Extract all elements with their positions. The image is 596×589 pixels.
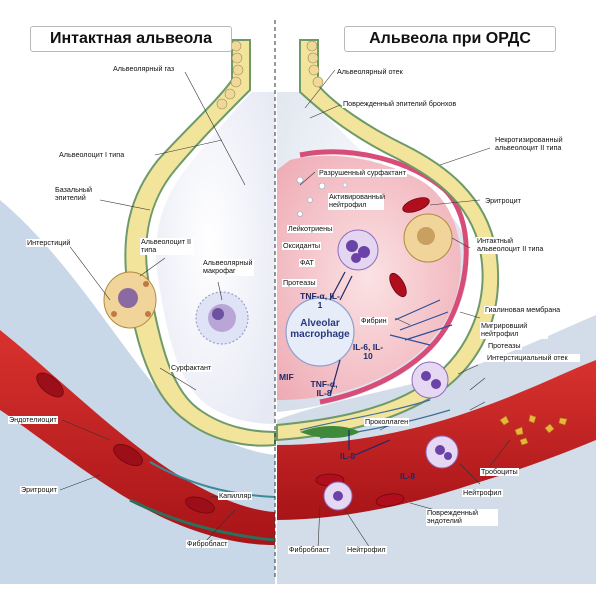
label-fibrin: Фибрин	[360, 316, 388, 326]
label-oxidants: Оксиданты	[282, 241, 322, 251]
label-neutrophil-vessel: Нейтрофил	[462, 488, 503, 498]
cytokine-tnf-il8: TNF-α, IL-8	[310, 379, 338, 398]
ards-alveolus	[276, 39, 596, 584]
intact-alveolus	[0, 39, 276, 584]
alveolar-macrophage-left	[195, 291, 249, 345]
label-interstitium: Интерстиций	[26, 238, 72, 248]
label-necrotized-type2: Некротизированный альвеолоцит II типа	[494, 135, 588, 153]
type2-cell-right	[403, 213, 453, 263]
activated-neutrophil	[337, 229, 379, 271]
label-erythrocyte-right: Эритроцит	[484, 196, 522, 206]
platelets	[499, 414, 568, 446]
cytokine-tnf-il1: TNF-α, IL-1	[300, 291, 340, 310]
label-endothelial-cell: Эндотелиоцит	[8, 415, 58, 425]
title-intact: Интактная альвеола	[30, 26, 232, 52]
erythrocytes-left	[36, 372, 215, 514]
label-intact-type2: Интактный альвеолоцит II типа	[476, 236, 548, 254]
label-capillary: Капилляр	[218, 491, 253, 501]
macrophage-label: Alveolar macrophage	[290, 318, 350, 340]
label-alveolar-edema: Альвеолярный отек	[336, 67, 404, 77]
migrating-neutrophil	[411, 361, 449, 399]
label-damaged-endothelium: Поврежденный эндотелий	[426, 508, 498, 526]
label-alveolar-macrophage: Альвеолярный макрофаг	[202, 258, 254, 276]
label-basal-epithelium: Базальный эпителий	[54, 185, 100, 203]
capillary-left	[0, 330, 275, 545]
alveolar-macrophage-right	[285, 297, 355, 367]
label-proteases-top: Протеазы	[282, 278, 317, 288]
label-platelets: Тробоциты	[480, 467, 519, 477]
label-type2-cell: Альвеолоцит II типа	[140, 237, 194, 255]
cytokine-il6-il10: IL-6, IL-10	[352, 342, 384, 361]
title-ards: Альвеола при ОРДС	[344, 26, 556, 52]
label-procollagen: Проколлаген	[364, 417, 410, 427]
signal-arrows	[329, 271, 391, 456]
type2-cell-left	[103, 271, 157, 329]
label-proteases-right: Протеазы	[487, 341, 522, 351]
label-activated-neutrophil: Активированный нейтрофил	[328, 192, 386, 210]
label-type1-cell: Альвеолоцит I типа	[58, 150, 126, 160]
neutrophil-vessel	[323, 435, 459, 511]
label-surfactant: Сурфактант	[170, 363, 213, 373]
cytokine-il8-a: IL-8	[340, 451, 356, 461]
label-alveolar-gas: Альвеолярный газ	[112, 64, 176, 74]
label-destroyed-surfactant: Разрушенный сурфактант	[318, 168, 407, 178]
cytokine-il8-b: IL-8	[400, 471, 416, 481]
label-fibroblast-left: Фибробласт	[186, 539, 229, 549]
hyaline-membrane	[299, 149, 469, 405]
cytokine-mif: MIF	[279, 372, 294, 382]
label-interstitial-edema: Интерстициальный отек	[486, 353, 580, 363]
label-leukotrienes: Лейкотриены	[287, 224, 334, 234]
leader-lines	[59, 69, 511, 549]
label-hyaline-membrane: Гиалиновая мембрана	[484, 305, 562, 315]
erythrocytes-right	[315, 197, 430, 507]
label-erythrocyte-left: Эритроцит	[20, 485, 58, 495]
label-paf: ФАТ	[299, 258, 315, 268]
label-damaged-bronchial-epithelium: Поврежденный эпителий бронхов	[342, 99, 458, 109]
label-fibroblast-right: Фибробласт	[288, 545, 331, 555]
label-neutrophil-bottom: Нейтрофил	[346, 545, 387, 555]
label-migrating-neutrophil: Мигрировший нейтрофил	[480, 321, 548, 339]
